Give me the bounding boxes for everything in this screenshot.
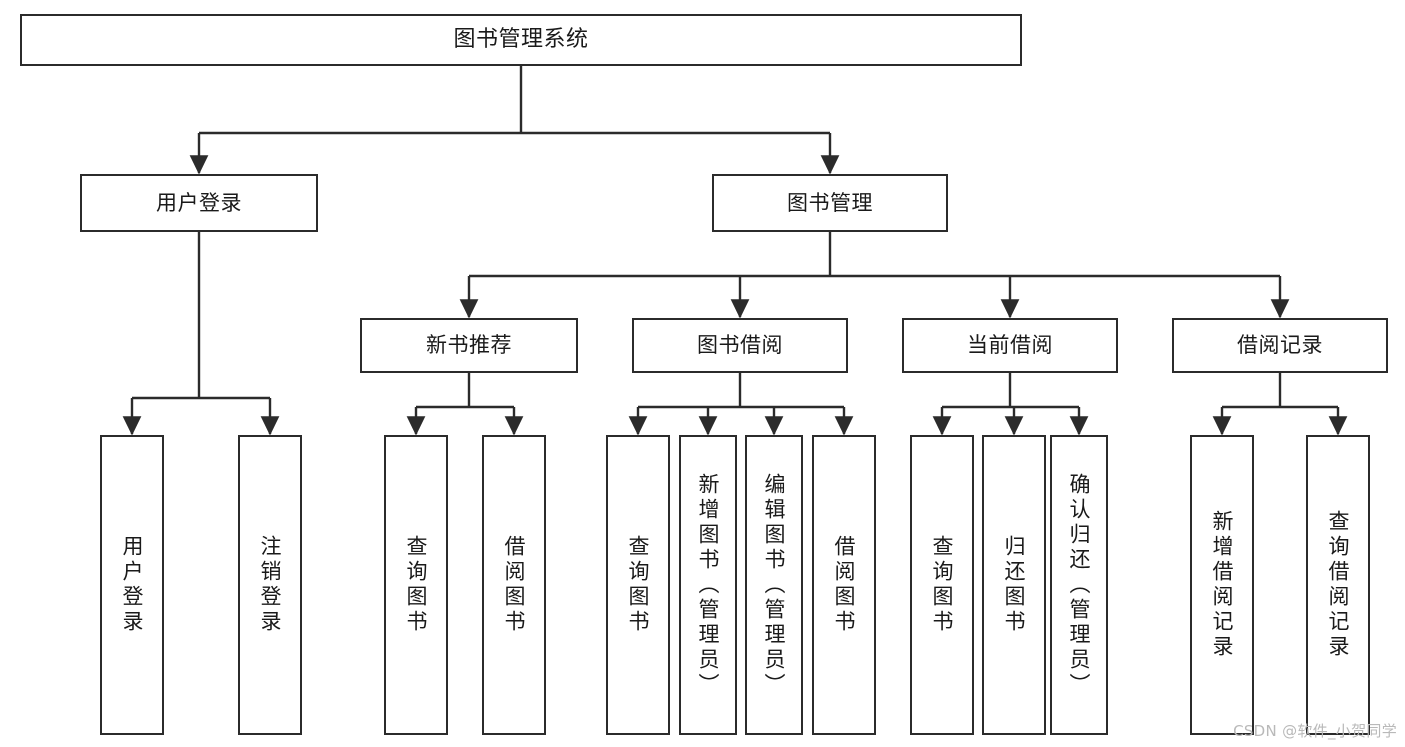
node-leaf-6[interactable]: 新增图书（管理员） [679,435,737,735]
node-newbook[interactable]: 新书推荐 [360,318,578,373]
node-label: 借阅图书 [502,535,527,635]
node-leaf-5[interactable]: 查询图书 [606,435,670,735]
node-leaf-9[interactable]: 查询图书 [910,435,974,735]
node-label: 注销登录 [258,535,283,635]
node-label: 归还图书 [1002,535,1027,635]
node-label: 查询图书 [930,535,955,635]
node-label: 借阅记录 [1237,333,1323,358]
node-label: 查询图书 [404,535,429,635]
node-leaf-8[interactable]: 借阅图书 [812,435,876,735]
csdn-watermark: CSDN @软件_小贺同学 [1233,722,1397,740]
node-label: 查询借阅记录 [1326,510,1351,660]
node-label: 新增借阅记录 [1210,510,1235,660]
node-leaf-13[interactable]: 查询借阅记录 [1306,435,1370,735]
node-leaf-11[interactable]: 确认归还（管理员） [1050,435,1108,735]
node-label: 当前借阅 [967,333,1053,358]
node-label: 新书推荐 [426,333,512,358]
node-root[interactable]: 图书管理系统 [20,14,1022,66]
node-login[interactable]: 用户登录 [80,174,318,232]
node-label: 新增图书（管理员） [696,472,721,698]
node-label: 图书借阅 [697,333,783,358]
node-label: 图书管理 [787,190,873,215]
node-leaf-7[interactable]: 编辑图书（管理员） [745,435,803,735]
node-leaf-3[interactable]: 查询图书 [384,435,448,735]
node-records[interactable]: 借阅记录 [1172,318,1388,373]
node-label: 查询图书 [626,535,651,635]
node-leaf-1[interactable]: 用户登录 [100,435,164,735]
node-label: 确认归还（管理员） [1067,472,1092,698]
node-bookmgmt[interactable]: 图书管理 [712,174,948,232]
node-label: 用户登录 [156,190,242,215]
node-label: 编辑图书（管理员） [762,472,787,698]
node-current[interactable]: 当前借阅 [902,318,1118,373]
node-borrow[interactable]: 图书借阅 [632,318,848,373]
node-leaf-10[interactable]: 归还图书 [982,435,1046,735]
node-leaf-12[interactable]: 新增借阅记录 [1190,435,1254,735]
node-leaf-4[interactable]: 借阅图书 [482,435,546,735]
node-leaf-2[interactable]: 注销登录 [238,435,302,735]
node-label: 图书管理系统 [453,27,589,53]
node-label: 借阅图书 [832,535,857,635]
node-label: 用户登录 [120,535,145,635]
